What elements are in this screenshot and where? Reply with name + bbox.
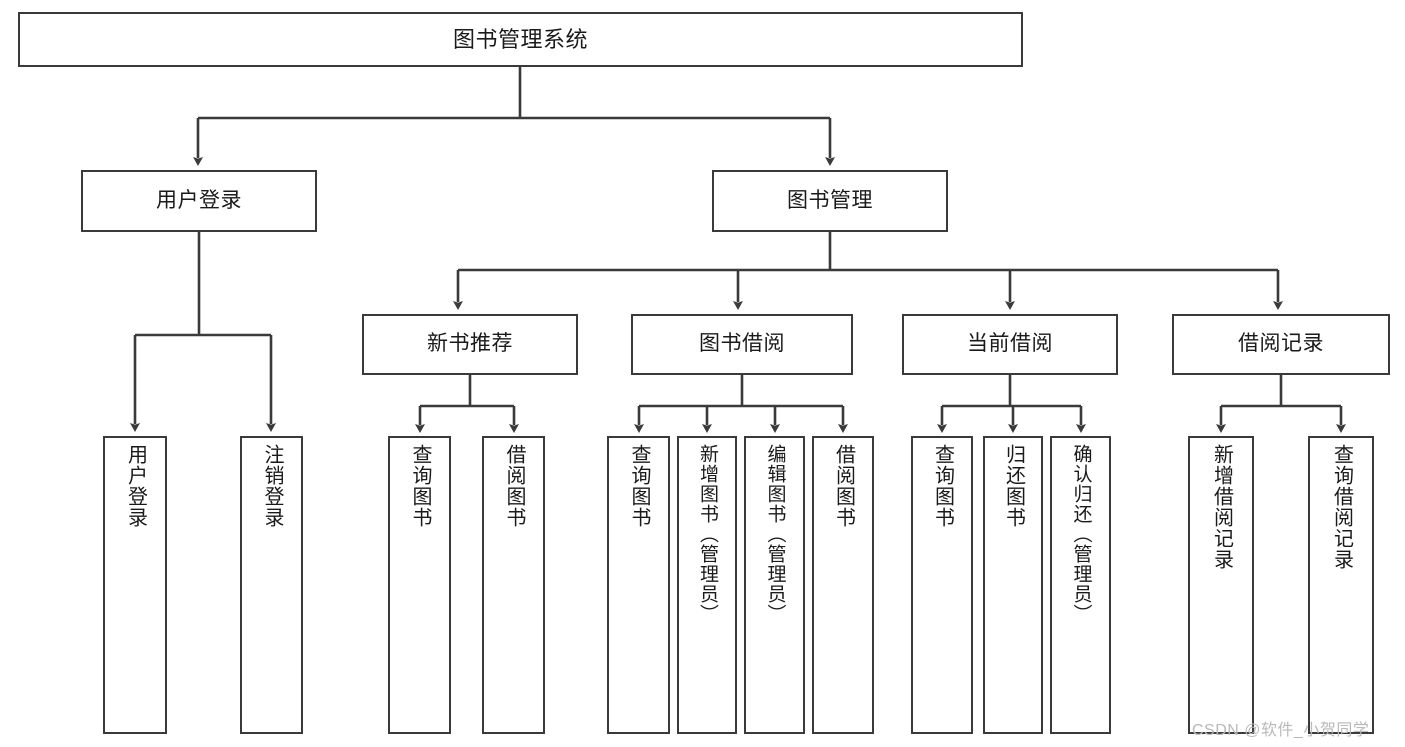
node-leaf-add-borrow-record[interactable]: 新增借阅记录 [1188,436,1254,734]
node-leaf-user-login-label: 用户登录 [124,444,147,528]
node-borrow-record[interactable]: 借阅记录 [1172,314,1390,375]
node-user-login[interactable]: 用户登录 [81,170,317,232]
node-root-label: 图书管理系统 [452,26,588,52]
node-book-borrow[interactable]: 图书借阅 [631,314,853,375]
node-leaf-edit-book-label: 编辑图书（管理员） [764,444,786,624]
node-leaf-edit-book[interactable]: 编辑图书（管理员） [744,436,805,734]
node-leaf-query-book-1[interactable]: 查询图书 [388,436,451,734]
node-leaf-add-book[interactable]: 新增图书（管理员） [677,436,737,734]
node-leaf-query-borrow-record[interactable]: 查询借阅记录 [1308,436,1374,734]
node-leaf-borrow-book-2-label: 借阅图书 [832,444,855,528]
csdn-watermark: CSDN @软件_小贺同学 [1192,722,1370,739]
node-leaf-query-book-2-label: 查询图书 [628,444,650,528]
node-leaf-confirm-return[interactable]: 确认归还（管理员） [1050,436,1111,734]
node-book-manage[interactable]: 图书管理 [712,170,948,232]
node-leaf-user-login[interactable]: 用户登录 [103,436,167,734]
node-leaf-query-book-3[interactable]: 查询图书 [911,436,973,734]
node-leaf-query-book-2[interactable]: 查询图书 [607,436,670,734]
node-leaf-borrow-book-1-label: 借阅图书 [503,444,525,528]
node-leaf-confirm-return-label: 确认归还（管理员） [1070,444,1092,624]
node-current-borrow[interactable]: 当前借阅 [902,314,1118,375]
node-leaf-borrow-book-1[interactable]: 借阅图书 [482,436,545,734]
node-current-borrow-label: 当前借阅 [967,332,1053,356]
node-root[interactable]: 图书管理系统 [18,12,1023,67]
node-leaf-query-borrow-record-label: 查询借阅记录 [1330,444,1353,570]
node-book-manage-label: 图书管理 [787,188,873,212]
node-leaf-query-book-3-label: 查询图书 [931,444,954,528]
node-leaf-return-book-label: 归还图书 [1002,444,1025,528]
node-leaf-add-borrow-record-label: 新增借阅记录 [1210,444,1233,570]
node-borrow-record-label: 借阅记录 [1238,332,1324,356]
node-leaf-borrow-book-2[interactable]: 借阅图书 [812,436,874,734]
node-leaf-query-book-1-label: 查询图书 [409,444,431,528]
node-new-book-recommend-label: 新书推荐 [427,332,513,356]
node-leaf-add-book-label: 新增图书（管理员） [696,444,718,624]
node-leaf-return-book[interactable]: 归还图书 [983,436,1043,734]
node-user-login-label: 用户登录 [156,188,242,212]
node-new-book-recommend[interactable]: 新书推荐 [362,314,578,375]
node-book-borrow-label: 图书借阅 [699,332,785,356]
node-leaf-logout-label: 注销登录 [261,444,283,528]
node-leaf-logout[interactable]: 注销登录 [240,436,303,734]
